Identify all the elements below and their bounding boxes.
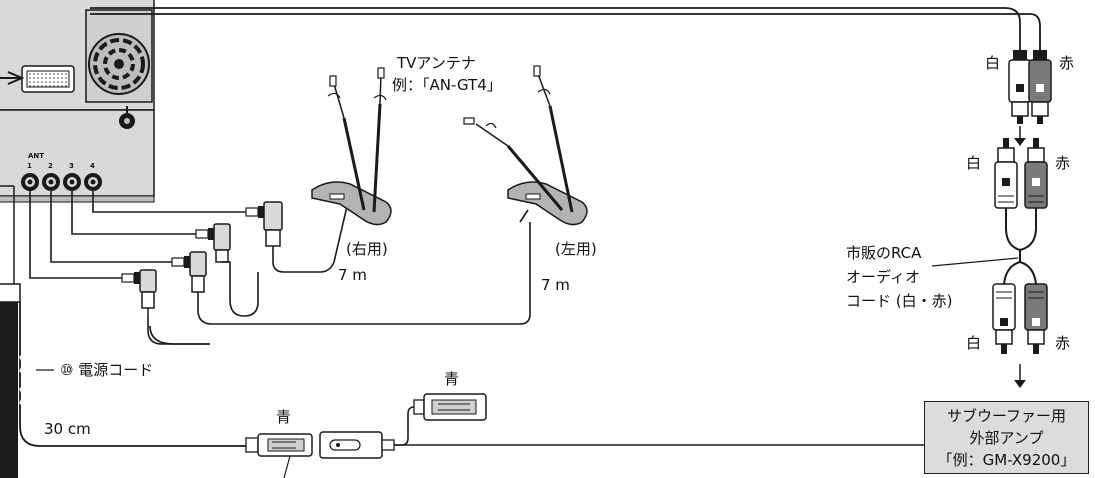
- ant-port-4-label: 4: [90, 162, 95, 170]
- amp-box-line-2: 外部アンプ: [969, 429, 1044, 447]
- subwoofer-amp-box: サブウーファー用 外部アンプ 「例：GM-X9200」: [924, 401, 1089, 474]
- red-label-1: 赤: [1059, 54, 1075, 72]
- fan-icon: [88, 33, 150, 95]
- remote-lead-cables: [394, 406, 924, 446]
- round-jack-icon: [119, 106, 135, 129]
- rca-plug-red-3-icon: [1024, 283, 1048, 354]
- antenna-input-leads: [29, 191, 246, 279]
- rca-plug-red-2-icon: [1024, 138, 1048, 209]
- tv-antenna-left-icon: [463, 65, 588, 226]
- blue-label-right: 青: [444, 370, 460, 388]
- antenna-input-jacks: [21, 173, 102, 191]
- head-unit: [0, 0, 155, 203]
- multi-pin-connector-icon: [0, 65, 75, 93]
- antenna-plug-1-icon: [121, 269, 157, 318]
- rca-cord-label-line-1: 市販のRCA: [846, 244, 922, 262]
- amp-box-line-3: 「例：GM-X9200」: [937, 451, 1076, 469]
- rca-plug-red-1-icon: [1028, 50, 1052, 124]
- tv-antenna-title: TVアンテナ: [397, 54, 476, 72]
- red-label-2: 赤: [1055, 154, 1071, 172]
- antenna-plug-3-icon: [195, 223, 231, 263]
- rca-cord-label-line-2: オーディオ: [846, 268, 920, 286]
- ant-port-3-label: 3: [69, 162, 74, 170]
- white-label-3: 白: [966, 334, 982, 352]
- antenna-plug-4-icon: [245, 201, 283, 247]
- left-use-label: (左用): [555, 240, 597, 258]
- rca-output-cables: [90, 7, 1041, 50]
- antenna-cables: [147, 201, 531, 345]
- blue-connector-top-icon: [413, 393, 487, 421]
- power-cord: [0, 185, 246, 478]
- down-arrow-2-icon: [1014, 364, 1026, 388]
- blue-connector-left-icon: [245, 433, 313, 478]
- right-use-label: (右用): [346, 240, 388, 258]
- tv-antenna-right-icon: [311, 67, 392, 226]
- blue-connector-right-icon: [319, 431, 395, 459]
- cable-length-left: 7 m: [541, 276, 570, 294]
- red-label-3: 赤: [1055, 334, 1071, 352]
- antenna-plug-2-icon: [171, 251, 207, 293]
- rca-cord-loop: [1003, 208, 1037, 285]
- rca-plug-white-1-icon: [1008, 50, 1032, 124]
- power-cord-length: 30 cm: [44, 420, 91, 438]
- white-label-1: 白: [985, 54, 1001, 72]
- blue-label-left: 青: [276, 408, 292, 426]
- cable-length-right: 7 m: [338, 266, 367, 284]
- white-label-2: 白: [966, 154, 982, 172]
- ant-port-1-label: 1: [27, 162, 32, 170]
- rca-cord-label-line-3: コード (白・赤): [846, 292, 953, 310]
- amp-box-line-1: サブウーファー用: [946, 407, 1067, 425]
- power-cord-label: ⑩ 電源コード: [60, 361, 154, 379]
- ant-label: ANT: [28, 152, 45, 160]
- rca-plug-white-2-icon: [994, 138, 1018, 209]
- ant-port-2-label: 2: [48, 162, 53, 170]
- rca-cord-leader-line: [931, 257, 1019, 267]
- tv-antenna-example: 例：「AN-GT4」: [392, 76, 502, 94]
- down-arrow-1-icon: [1014, 126, 1026, 146]
- rca-plug-white-3-icon: [992, 283, 1016, 354]
